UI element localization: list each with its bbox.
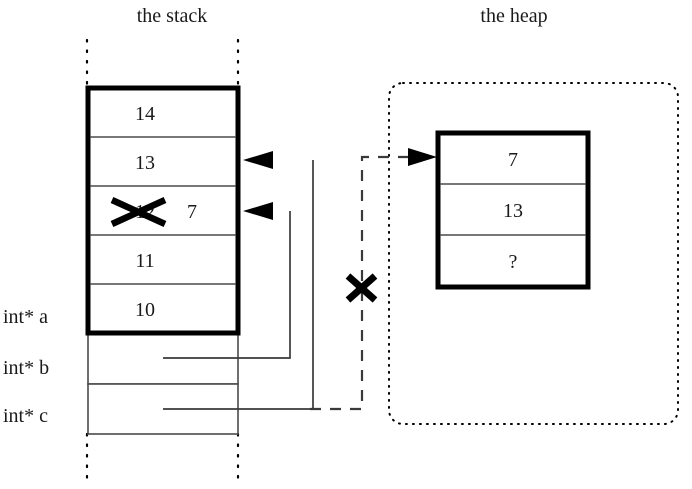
pointer-a-connector	[163, 211, 291, 359]
stack-frame-box	[85, 85, 241, 336]
strikethrough-x-heap-pointer	[345, 273, 378, 303]
pointer-b-arrowhead	[243, 151, 273, 169]
stack-cell-10-value: 10	[135, 299, 155, 321]
heap-cell-7-value: 7	[508, 149, 518, 171]
heap-cell-13-value: 13	[503, 200, 523, 222]
stack-cell-12-new-value: 7	[187, 201, 197, 223]
stack-title: the stack	[137, 5, 208, 27]
pointer-label-c: int* c	[3, 405, 48, 427]
stack-cell-14-value: 14	[135, 103, 155, 125]
heap-region-boundary	[388, 82, 679, 425]
pointer-label-b: int* b	[3, 357, 49, 379]
pointer-c-arrowhead	[408, 148, 437, 166]
stack-cell-11-value: 11	[135, 250, 154, 272]
stack-cell-13-value: 13	[135, 152, 155, 174]
pointer-a-arrowhead	[243, 202, 273, 220]
heap-title: the heap	[480, 5, 547, 27]
heap-block-box	[435, 130, 591, 290]
strikethrough-x-stack-value	[110, 197, 167, 227]
pointer-c-connector-dashed	[310, 155, 420, 411]
pointer-label-a: int* a	[3, 306, 48, 328]
heap-cell-unknown-value: ?	[509, 251, 518, 273]
